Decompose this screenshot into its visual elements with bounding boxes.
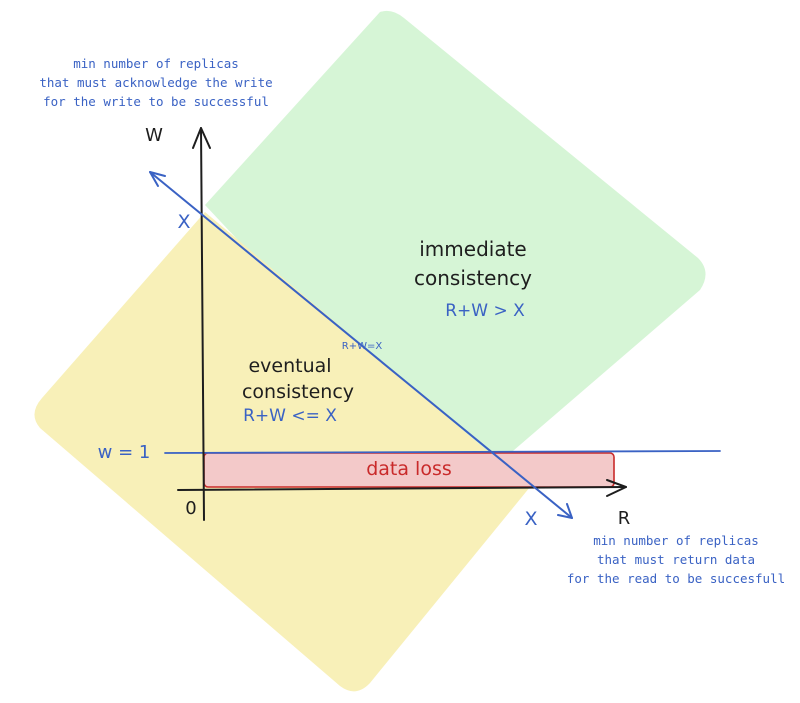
r-axis-label: R xyxy=(618,508,631,529)
immediate-consistency-title-2: consistency xyxy=(414,266,532,290)
diagonal-line-label: R+W=X xyxy=(342,341,383,352)
r-plus-w-equals-x-line xyxy=(149,171,573,519)
r-axis-arrowhead xyxy=(606,479,627,497)
x-intercept-w-label: X xyxy=(177,211,190,233)
origin-label: 0 xyxy=(185,498,196,519)
r-axis xyxy=(177,486,627,491)
w-axis-arrowhead xyxy=(192,127,211,149)
w-equals-one-label: w = 1 xyxy=(98,442,151,463)
w-annotation-line-3: for the write to be successful xyxy=(43,94,269,109)
eventual-consistency-title-2: consistency xyxy=(242,381,354,403)
w-annotation-line-1: min number of replicas xyxy=(73,56,239,71)
eventual-consistency-region xyxy=(34,212,530,692)
x-intercept-r-label: X xyxy=(524,508,537,530)
eventual-consistency-condition: R+W <= X xyxy=(243,406,337,426)
immediate-consistency-region xyxy=(205,10,706,488)
w-axis xyxy=(200,127,205,521)
data-loss-label: data loss xyxy=(366,458,452,480)
r-annotation-line-1: min number of replicas xyxy=(593,533,759,548)
eventual-consistency-title-1: eventual xyxy=(248,355,331,377)
r-annotation-line-2: that must return data xyxy=(597,552,755,567)
w-annotation-line-2: that must acknowledge the write xyxy=(39,75,272,90)
immediate-consistency-condition: R+W > X xyxy=(445,301,525,321)
w-axis-label: W xyxy=(145,125,163,146)
r-annotation-line-3: for the read to be succesfull xyxy=(567,571,785,586)
w-equals-one-line xyxy=(164,450,721,454)
immediate-consistency-title-1: immediate xyxy=(419,237,526,261)
diagonal-end-arrowhead xyxy=(557,503,573,519)
diagonal-start-arrowhead xyxy=(149,171,166,187)
